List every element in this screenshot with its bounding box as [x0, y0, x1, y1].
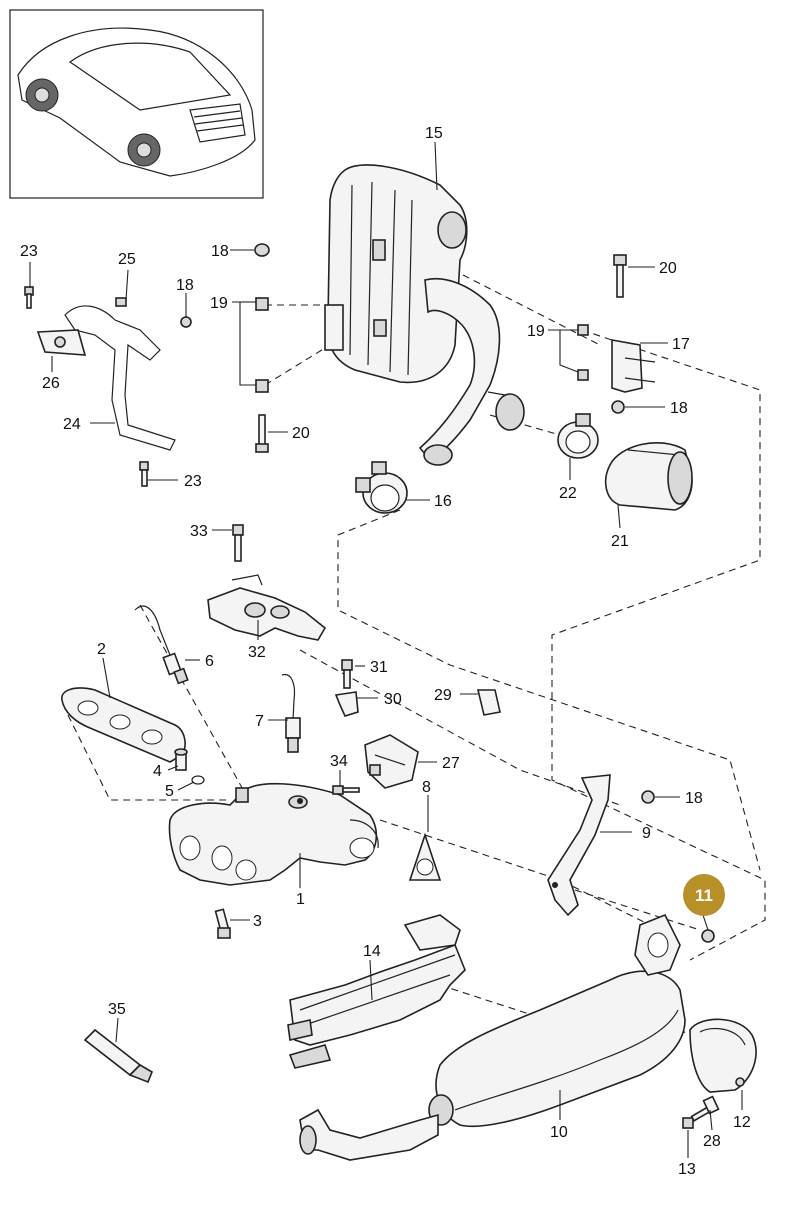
callout-14: 14: [363, 943, 381, 960]
gasket-2: [61, 687, 186, 763]
tailpipe-trim-21: [604, 442, 693, 511]
callout-6: 6: [205, 653, 214, 670]
callout-12: 12: [733, 1114, 751, 1131]
bolt-3: [214, 908, 231, 939]
callout-29: 29: [434, 687, 452, 704]
bolt-31: [341, 659, 353, 689]
callout-20: 20: [292, 425, 310, 442]
clip-30: [334, 691, 359, 717]
callout-35: 35: [108, 1001, 126, 1018]
callout-17: 17: [672, 336, 690, 353]
callout-18: 18: [211, 243, 229, 260]
callout-18-right: 18: [670, 400, 688, 417]
callout-26: 26: [42, 375, 60, 392]
callout-33: 33: [190, 523, 208, 540]
callout-1: 1: [296, 891, 305, 908]
oxygen-sensor-6: [134, 605, 189, 685]
callout-23: 23: [20, 243, 38, 260]
clamp-16: [355, 461, 408, 514]
highlighted-callout-11[interactable]: 11: [683, 874, 725, 916]
front-silencer-10: [299, 913, 686, 1161]
callout-3: 3: [253, 913, 262, 930]
callout-21: 21: [611, 533, 629, 550]
washer-5: [191, 775, 205, 785]
bracket-32: [207, 524, 327, 641]
callout-19: 19: [210, 295, 228, 312]
callout-4: 4: [153, 763, 162, 780]
callout-34: 34: [330, 753, 348, 770]
catalytic-converter-1: [168, 782, 379, 886]
callout-22: 22: [559, 485, 577, 502]
callout-16: 16: [434, 493, 452, 510]
bracket-27: [364, 734, 419, 789]
bolt-13: [682, 1106, 711, 1129]
callout-30: 30: [384, 691, 402, 708]
callout-27: 27: [442, 755, 460, 772]
bracket-assembly-24: [24, 286, 192, 487]
callout-18-left: 18: [176, 277, 194, 294]
callout-31: 31: [370, 659, 388, 676]
callout-19-right: 19: [527, 323, 545, 340]
callout-28: 28: [703, 1133, 721, 1150]
stud-4: [174, 748, 188, 771]
callout-24: 24: [63, 416, 81, 433]
heat-shield-14: [287, 914, 466, 1069]
clamp-22: [557, 413, 599, 459]
callout-2: 2: [97, 641, 106, 658]
callout-11: 11: [695, 886, 713, 905]
paste-tube-35: [83, 1028, 153, 1084]
gasket-8: [408, 832, 442, 881]
callout-8: 8: [422, 779, 431, 796]
callout-13: 13: [678, 1161, 696, 1178]
rear-silencer: [324, 164, 525, 466]
vehicle-thumbnail: [9, 9, 264, 199]
callout-5: 5: [165, 783, 174, 800]
callout-20-right: 20: [659, 260, 677, 277]
callout-labels: 15 18 19 20 20 17 19 18 16 22 21 23 25 1…: [20, 125, 751, 1178]
callout-10: 10: [550, 1124, 568, 1141]
nut-18-lower: [641, 790, 655, 804]
oxygen-sensor-7: [281, 674, 301, 753]
mount-stack-left: [254, 243, 270, 453]
highlight-badge: [683, 874, 725, 916]
callout-25: 25: [118, 251, 136, 268]
tailpipe-12: [689, 1018, 757, 1093]
leader-lines: [29, 141, 743, 1158]
spacer-28: [702, 1095, 720, 1115]
nut-11: [701, 929, 715, 943]
bracket-9: [547, 774, 611, 917]
callout-23-lower: 23: [184, 473, 202, 490]
clip-29: [476, 689, 501, 716]
callout-7: 7: [255, 713, 264, 730]
bracket-17: [577, 254, 656, 414]
callout-9: 9: [642, 825, 651, 842]
callout-18-lower: 18: [685, 790, 703, 807]
callout-15: 15: [425, 125, 443, 142]
bolt-34: [332, 785, 360, 795]
callout-32: 32: [248, 644, 266, 661]
